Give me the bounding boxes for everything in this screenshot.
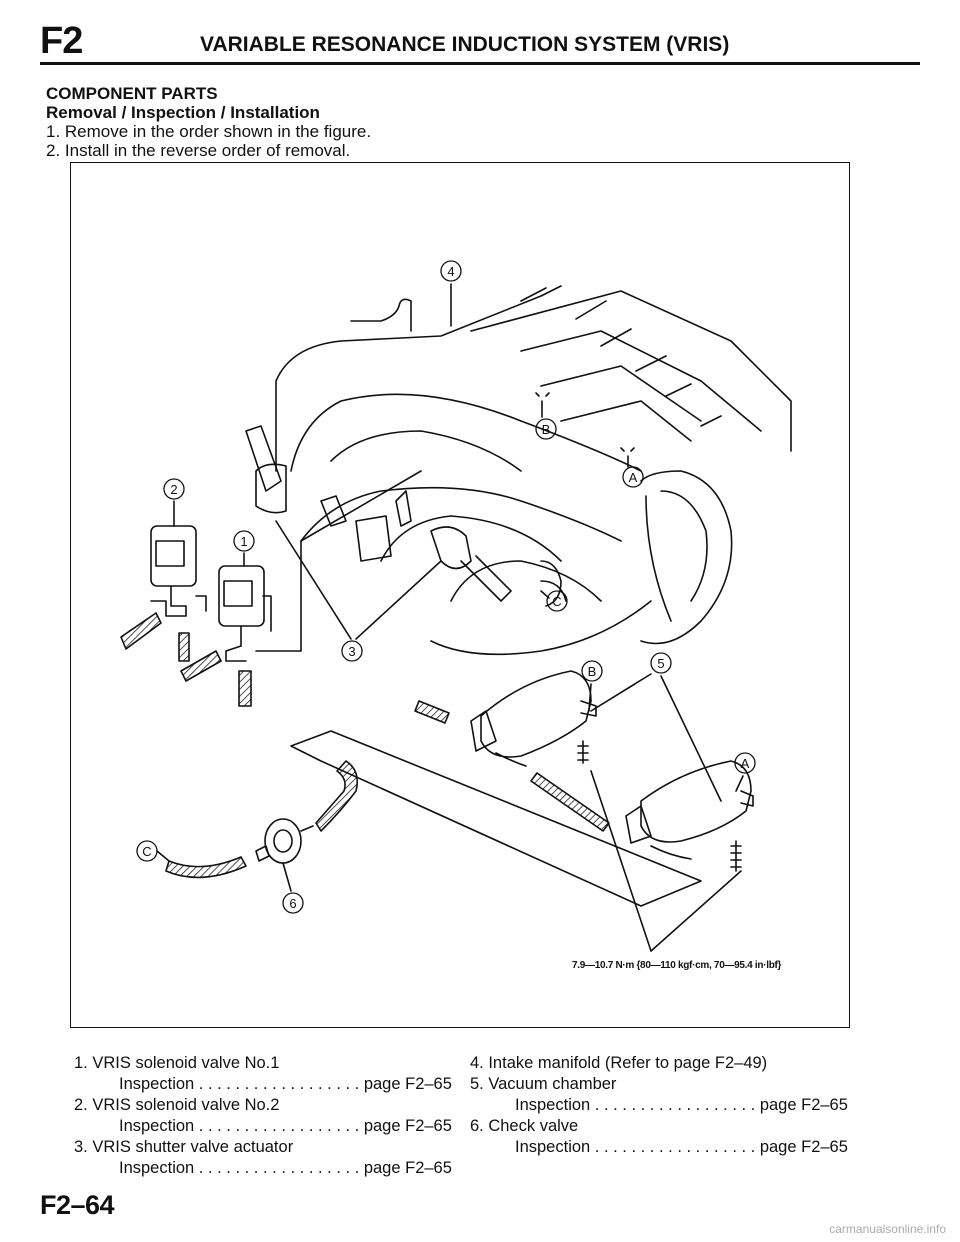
callout-a-lower: A	[741, 756, 750, 771]
leader-lines	[156, 283, 744, 952]
section-title: COMPONENT PARTS	[46, 84, 218, 103]
legend-item-6: 6. Check valve	[470, 1117, 579, 1135]
callout-b-upper-circle	[535, 418, 557, 440]
callout-b-upper: B	[542, 422, 551, 437]
legend-item-4: 4. Intake manifold (Refer to page F2–49)	[470, 1054, 768, 1072]
legend-item-5-inspection: Inspection . . . . . . . . . . . . . . .…	[515, 1096, 848, 1114]
solenoid-valve-2-drawing	[150, 525, 207, 617]
legend-item-3-inspection: Inspection . . . . . . . . . . . . . . .…	[119, 1159, 452, 1177]
callout-2: 2	[170, 482, 177, 497]
callout-c-lower: C	[142, 844, 151, 859]
check-valve-drawing	[255, 818, 314, 864]
callout-a-upper: A	[629, 470, 638, 485]
callout-a-lower-circle	[734, 752, 756, 774]
callout-2-circle	[163, 478, 185, 500]
vacuum-chamber-drawing	[470, 670, 754, 872]
callout-4: 4	[447, 264, 454, 279]
legend-item-6-inspection: Inspection . . . . . . . . . . . . . . .…	[515, 1138, 848, 1156]
callout-3-circle	[341, 640, 363, 662]
callout-5-circle	[650, 652, 672, 674]
intake-manifold-drawing	[245, 285, 792, 656]
header-rule	[40, 62, 920, 65]
page-number: F2–64	[40, 1190, 115, 1220]
section-subtitle: Removal / Inspection / Installation	[46, 103, 320, 122]
exploded-view-figure: 4 2 1 3 5 6 B B A A C C	[70, 162, 850, 1028]
page-header-title: VARIABLE RESONANCE INDUCTION SYSTEM (VRI…	[200, 33, 730, 56]
instruction-1: 1. Remove in the order shown in the figu…	[46, 122, 372, 141]
legend-item-3: 3. VRIS shutter valve actuator	[74, 1138, 294, 1156]
figure-drawing: 4 2 1 3 5 6 B B A A C C	[120, 260, 792, 952]
callout-c-upper-circle	[546, 590, 568, 612]
callout-c-upper: C	[552, 594, 561, 609]
callout-b-lower-circle	[581, 660, 603, 682]
watermark: carmanualsonline.info	[829, 1222, 946, 1236]
callout-b-lower: B	[588, 664, 597, 679]
legend-item-1-inspection: Inspection . . . . . . . . . . . . . . .…	[119, 1075, 452, 1093]
torque-spec: 7.9—10.7 N·m {80—110 kgf·cm, 70—95.4 in·…	[572, 960, 782, 971]
callout-6-circle	[282, 892, 304, 914]
instruction-2: 2. Install in the reverse order of remov…	[46, 141, 351, 160]
solenoid-valve-1-drawing	[218, 470, 422, 662]
callout-3: 3	[348, 644, 355, 659]
callout-circles	[136, 260, 756, 914]
callout-1-circle	[233, 530, 255, 552]
legend-item-2-inspection: Inspection . . . . . . . . . . . . . . .…	[119, 1117, 452, 1135]
callout-5: 5	[657, 656, 664, 671]
legend-item-1: 1. VRIS solenoid valve No.1	[74, 1054, 280, 1072]
callout-4-circle	[440, 260, 462, 282]
callout-6: 6	[289, 896, 296, 911]
callout-1: 1	[240, 534, 247, 549]
legend-item-5: 5. Vacuum chamber	[470, 1075, 617, 1093]
legend-left: 1. VRIS solenoid valve No.1 Inspection .…	[74, 1053, 454, 1183]
section-code: F2	[40, 20, 83, 62]
callout-a-upper-circle	[622, 466, 644, 488]
hoses-drawing	[120, 612, 610, 879]
callout-c-lower-circle	[136, 840, 158, 862]
legend-right: 4. Intake manifold (Refer to page F2–49)…	[470, 1053, 850, 1183]
legend-item-2: 2. VRIS solenoid valve No.2	[74, 1096, 280, 1114]
